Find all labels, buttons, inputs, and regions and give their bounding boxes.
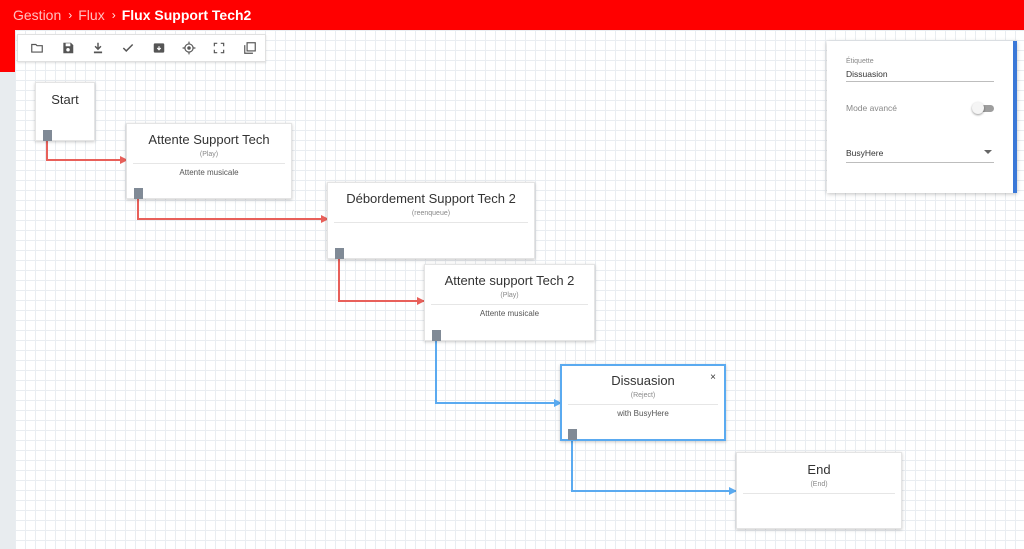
node-title: Dissuasion [611,373,675,388]
page-title: Flux Support Tech2 [121,7,252,23]
chevron-down-icon [984,150,992,154]
download-button[interactable] [83,35,113,61]
node-attente-support-tech2[interactable]: Attente support Tech 2 (Play) Attente mu… [424,264,595,341]
fullscreen-button[interactable] [204,35,234,61]
check-icon [123,43,134,52]
properties-panel: Étiquette Dissuasion Mode avancé BusyHer… [827,41,1017,193]
etiquette-label: Étiquette [846,58,874,65]
node-description: Attente musicale [179,168,239,177]
breadcrumb-separator: › [68,8,73,22]
breadcrumb: Gestion › Flux › Flux Support Tech2 [0,0,1024,30]
node-output-port[interactable] [432,330,441,341]
breadcrumb-gestion[interactable]: Gestion [13,7,62,23]
download-icon [93,42,103,54]
node-description: with BusyHere [617,409,669,418]
node-output-port[interactable] [335,248,344,259]
save-button[interactable] [52,35,82,61]
node-debordement-support-tech2[interactable]: Débordement Support Tech 2 (reenqueue) [327,182,535,259]
node-title: Attente Support Tech [148,132,270,147]
node-title: Start [51,92,79,107]
save-icon [62,42,73,54]
node-output-port[interactable] [568,429,577,440]
node-divider [743,493,895,494]
node-type: (End) [810,481,828,488]
mode-avance-label: Mode avancé [846,103,898,113]
left-strip [0,30,15,549]
node-output-port[interactable] [43,130,52,141]
node-output-port[interactable] [134,188,143,199]
archive-icon [153,43,164,53]
mode-avance-toggle[interactable] [972,102,994,114]
node-description: Attente musicale [479,309,540,318]
node-dissuasion[interactable]: × Dissuasion (Reject) with BusyHere [560,364,726,441]
node-type: (Reject) [630,392,656,399]
folder-icon [31,43,44,53]
node-type: (Play) [500,292,519,299]
node-divider [133,163,285,164]
copy-button[interactable] [235,35,265,61]
node-attente-support-tech[interactable]: Attente Support Tech (Play) Attente musi… [126,123,292,199]
left-strip-accent [0,30,15,72]
target-icon [182,41,196,55]
node-type: (reenqueue) [411,210,451,217]
center-button[interactable] [174,35,204,61]
node-title: Attente support Tech 2 [444,273,575,288]
validate-button[interactable] [113,35,143,61]
fullscreen-icon [214,42,225,54]
node-divider [431,304,588,305]
reject-reason-select[interactable]: BusyHere [846,148,994,163]
toggle-knob [972,102,984,114]
toggle-track [976,105,994,112]
node-divider [334,222,528,223]
open-folder-button[interactable] [22,35,52,61]
node-title: Débordement Support Tech 2 [346,191,516,206]
breadcrumb-flux[interactable]: Flux [78,7,105,23]
node-end[interactable]: End (End) [736,452,902,529]
node-title: End [807,462,831,477]
node-divider [568,404,718,405]
select-value: BusyHere [846,148,884,158]
etiquette-field[interactable]: Dissuasion [846,69,994,82]
breadcrumb-separator: › [111,8,116,22]
toolbar [17,34,266,62]
archive-button[interactable] [144,35,174,61]
node-start[interactable]: Start [35,82,95,141]
close-icon[interactable]: × [710,372,716,383]
node-type: (Play) [199,151,219,158]
copy-icon [243,42,256,54]
